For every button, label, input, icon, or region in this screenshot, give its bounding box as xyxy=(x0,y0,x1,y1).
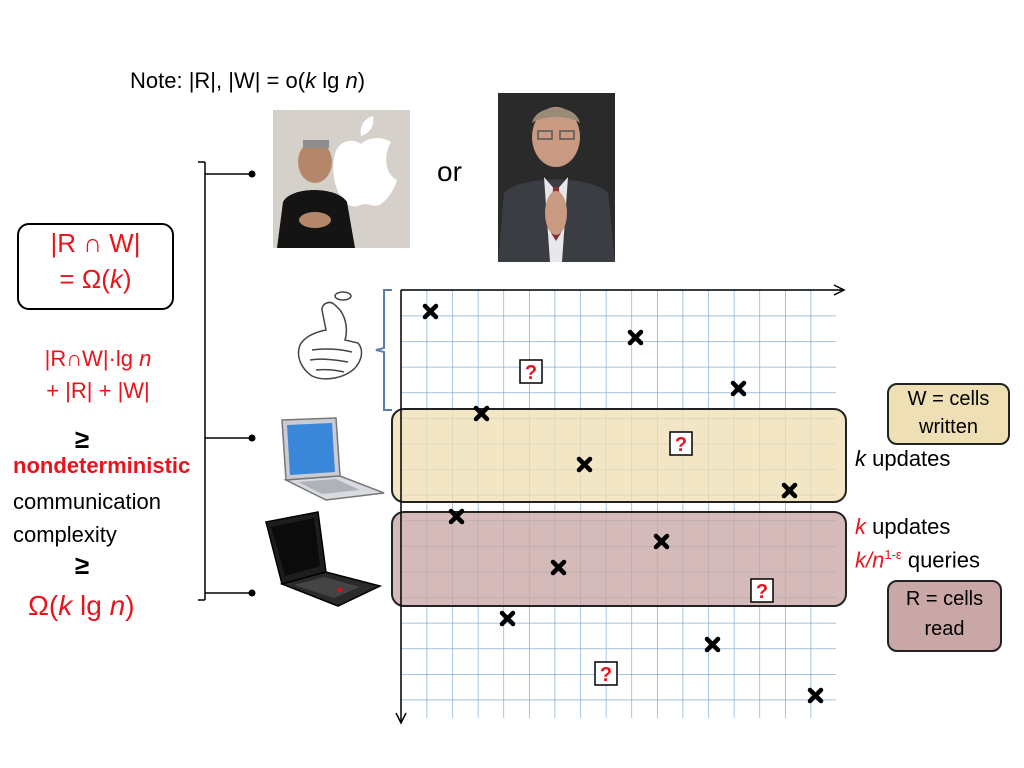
cost-line-1: |R∩W|·lg n xyxy=(44,346,152,371)
nondeterministic-label: nondeterministic xyxy=(13,453,191,478)
question-mark-icon: ? xyxy=(594,661,618,686)
omega-k-bound: = Ω(k) xyxy=(59,264,132,294)
cross-mark-icon xyxy=(576,456,593,473)
cross-mark-icon xyxy=(448,508,465,525)
cells-read-legend: R = cells read xyxy=(887,580,1002,652)
steve-jobs-photo xyxy=(273,110,410,248)
cell-grid xyxy=(401,290,836,718)
thumb-coin-flip-icon xyxy=(297,291,363,380)
question-mark-icon: ? xyxy=(669,431,693,456)
geq-symbol-2: ≥ xyxy=(75,550,90,580)
cross-mark-icon xyxy=(807,687,824,704)
region-brace xyxy=(375,289,392,411)
apple-logo-icon xyxy=(333,116,397,207)
y-axis-arrow xyxy=(395,712,407,725)
cross-mark-icon xyxy=(627,329,644,346)
cross-mark-icon xyxy=(653,533,670,550)
laptop-thinkpad-icon xyxy=(265,511,383,607)
communication-complexity-label: communication complexity xyxy=(13,489,161,547)
read-band xyxy=(391,511,847,607)
geq-symbol-1: ≥ xyxy=(75,424,90,454)
omega-k-lg-n-bound: Ω(k lg n) xyxy=(28,590,135,621)
note-text: Note: |R|, |W| = o(k lg n) xyxy=(130,68,366,93)
cross-mark-icon xyxy=(550,559,567,576)
queries-label: k/n1-ε queries xyxy=(855,547,980,573)
connector-laptop-2-dot xyxy=(248,589,256,597)
cross-mark-icon xyxy=(730,380,747,397)
cost-expression: |R∩W|·lg n + |R| + |W| xyxy=(28,343,168,407)
question-mark-icon: ? xyxy=(519,359,543,384)
k-updates-label-read: k updates xyxy=(855,514,951,539)
cross-marks xyxy=(422,303,824,704)
svg-text:?: ? xyxy=(675,434,687,456)
svg-text:?: ? xyxy=(600,664,612,686)
cross-mark-icon xyxy=(473,405,490,422)
cost-line-2: + |R| + |W| xyxy=(46,378,150,403)
bill-gates-photo xyxy=(498,93,615,262)
cross-mark-icon xyxy=(499,610,516,627)
or-label: or xyxy=(437,156,462,187)
cells-written-legend: W = cells written xyxy=(887,383,1010,445)
intersection-size: |R ∩ W| xyxy=(50,228,141,258)
cross-mark-icon xyxy=(422,303,439,320)
laptop-mac-icon xyxy=(281,417,385,501)
x-axis-arrow xyxy=(833,284,846,296)
connector-laptop-1-dot xyxy=(248,434,256,442)
question-marks: ? ? ? ? xyxy=(519,359,774,686)
connector-players-dot xyxy=(248,170,256,178)
cross-mark-icon xyxy=(781,482,798,499)
svg-text:?: ? xyxy=(525,362,537,384)
svg-text:?: ? xyxy=(756,581,768,603)
cross-mark-icon xyxy=(704,636,721,653)
intersection-bound-box: |R ∩ W| = Ω(k) xyxy=(17,223,174,310)
written-band xyxy=(391,408,847,503)
question-mark-icon: ? xyxy=(750,578,774,603)
k-updates-label-written: k updates xyxy=(855,446,951,471)
